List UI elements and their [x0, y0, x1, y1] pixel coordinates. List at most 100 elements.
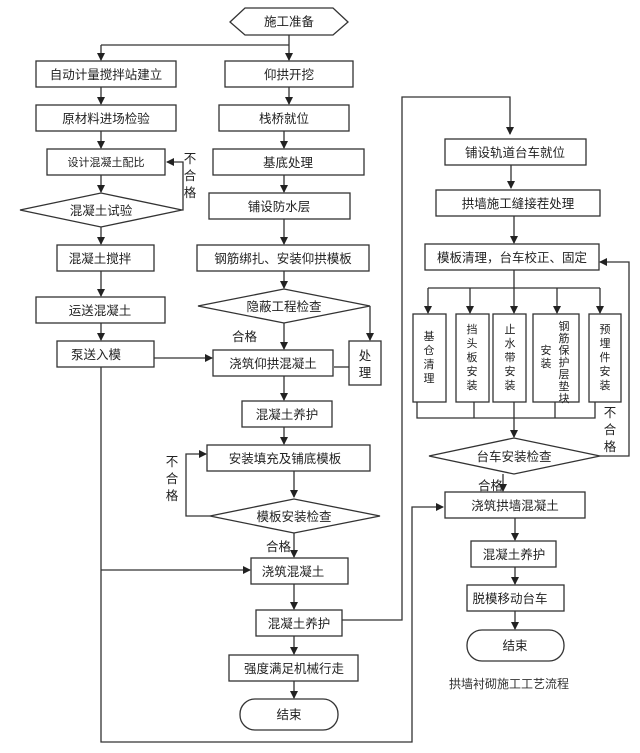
pass-label-1: 合格: [232, 329, 258, 344]
svg-text:格: 格: [604, 439, 617, 454]
end-node-left: 结束: [239, 698, 339, 731]
svg-text:护: 护: [559, 355, 570, 369]
svg-text:基: 基: [424, 330, 435, 343]
svg-text:层: 层: [559, 368, 570, 381]
svg-text:浇筑仰拱混凝土: 浇筑仰拱混凝土: [229, 356, 317, 371]
decision-concrete-test: 混凝土试验: [19, 192, 183, 228]
step-transport: 运送混凝土: [35, 296, 166, 324]
step-pour-invert: 浇筑仰拱混凝土: [212, 349, 334, 377]
task-rebar-cover-block: 安 装 钢 筋 保 护 层 垫 块: [532, 313, 580, 405]
svg-text:铺设轨道台车就位: 铺设轨道台车就位: [465, 145, 565, 160]
start-label: 施工准备: [264, 14, 315, 29]
svg-text:处: 处: [359, 348, 372, 363]
svg-text:装: 装: [600, 379, 611, 392]
svg-text:运送混凝土: 运送混凝土: [69, 303, 132, 318]
svg-text:混凝土养护: 混凝土养护: [268, 616, 331, 631]
svg-text:安: 安: [467, 364, 478, 378]
step-track-trolley: 铺设轨道台车就位: [444, 138, 587, 166]
svg-text:安: 安: [600, 364, 611, 378]
connector: [416, 402, 596, 419]
decision-formwork-inspection: 模板安装检查: [209, 498, 381, 534]
start-node: 施工准备: [229, 7, 349, 36]
svg-text:保: 保: [559, 343, 570, 357]
step-cure-1: 混凝土养护: [241, 400, 333, 428]
svg-text:隐蔽工程检查: 隐蔽工程检查: [246, 299, 322, 314]
svg-text:栈桥就位: 栈桥就位: [259, 111, 309, 126]
step-mixing: 混凝土搅拌: [56, 244, 155, 272]
task-end-plate-install: 挡 头 板 安 装: [455, 313, 490, 403]
step-demold: 脱模移动台车: [466, 584, 565, 612]
svg-text:合: 合: [184, 168, 197, 183]
fail-label-trolley: 不 合 格: [604, 405, 617, 454]
connector: [342, 96, 514, 621]
step-waterproof: 铺设防水层: [208, 192, 351, 220]
step-strength-check: 强度满足机械行走: [228, 654, 359, 682]
svg-text:基底处理: 基底处理: [263, 155, 314, 170]
svg-text:块: 块: [559, 392, 570, 405]
pass-label-trolley: 合格: [478, 478, 504, 493]
svg-text:合: 合: [604, 422, 617, 437]
step-cure-2: 混凝土养护: [255, 609, 343, 637]
svg-text:自动计量搅拌站建立: 自动计量搅拌站建立: [50, 67, 163, 82]
step-joint-treatment: 拱墙施工缝接茬处理: [435, 189, 601, 217]
svg-text:拱墙施工缝接茬处理: 拱墙施工缝接茬处理: [462, 196, 575, 211]
task-embedded-parts-install: 预 埋 件 安 装: [588, 313, 622, 403]
svg-text:混凝土搅拌: 混凝土搅拌: [69, 251, 132, 266]
step-cure-arch: 混凝土养护: [470, 540, 557, 568]
svg-text:强度满足机械行走: 强度满足机械行走: [244, 661, 345, 676]
svg-text:水: 水: [505, 337, 516, 350]
svg-text:筋: 筋: [559, 331, 570, 345]
decision-trolley-inspection: 台车安装检查: [428, 437, 601, 475]
svg-text:仓: 仓: [424, 343, 435, 357]
fix-box: 处 理: [348, 340, 382, 386]
svg-text:挡: 挡: [467, 322, 478, 336]
connector: [101, 35, 289, 60]
step-base-treatment: 基底处理: [212, 148, 365, 176]
svg-text:混凝土试验: 混凝土试验: [70, 203, 133, 218]
svg-text:带: 带: [505, 351, 516, 364]
step-material-inspection: 原材料进场检验: [35, 104, 177, 132]
svg-text:理: 理: [424, 372, 435, 385]
svg-text:垫: 垫: [559, 379, 570, 393]
diagram-caption: 拱墙衬砌施工工艺流程: [449, 676, 569, 691]
svg-text:预: 预: [600, 323, 611, 336]
task-waterstop-install: 止 水 带 安 装: [492, 313, 527, 403]
svg-text:混凝土养护: 混凝土养护: [483, 547, 546, 562]
step-formwork-cleaning: 模板清理，台车校正、固定: [424, 243, 600, 271]
step-install-fill-formwork: 安装填充及铺底模板: [206, 444, 371, 472]
connector-fail-loop: [599, 258, 630, 457]
step-trestle: 栈桥就位: [218, 104, 350, 132]
svg-text:装: 装: [505, 379, 516, 392]
svg-text:理: 理: [359, 365, 372, 380]
svg-text:脱模移动台车: 脱模移动台车: [472, 591, 547, 606]
step-mix-design: 设计混凝土配比: [46, 148, 166, 176]
svg-text:台车安装检查: 台车安装检查: [476, 449, 552, 464]
svg-text:格: 格: [184, 185, 197, 200]
svg-text:止: 止: [505, 323, 516, 336]
svg-text:原材料进场检验: 原材料进场检验: [62, 111, 150, 126]
svg-text:合: 合: [166, 471, 179, 486]
svg-text:钢筋绑扎、安装仰拱模板: 钢筋绑扎、安装仰拱模板: [214, 251, 352, 266]
svg-text:仰拱开挖: 仰拱开挖: [264, 67, 314, 82]
svg-text:浇筑混凝土: 浇筑混凝土: [262, 564, 325, 579]
step-rebar-formwork: 钢筋绑扎、安装仰拱模板: [196, 244, 370, 272]
svg-text:钢: 钢: [559, 320, 570, 333]
step-pour-arch-wall: 浇筑拱墙混凝土: [444, 491, 586, 519]
svg-text:安: 安: [541, 343, 552, 357]
svg-text:清: 清: [424, 358, 435, 371]
step-mixing-station: 自动计量搅拌站建立: [35, 60, 177, 88]
svg-text:结束: 结束: [502, 638, 528, 653]
fail-label-concrete-test: 不 合 格: [184, 151, 197, 200]
step-invert-excavation: 仰拱开挖: [224, 60, 354, 88]
fail-label-formwork: 不 合 格: [166, 454, 179, 503]
svg-text:埋: 埋: [600, 337, 611, 350]
svg-text:混凝土养护: 混凝土养护: [256, 407, 319, 422]
svg-text:铺设防水层: 铺设防水层: [248, 199, 311, 214]
step-pump: 泵送入模: [56, 340, 155, 368]
svg-text:头: 头: [467, 337, 478, 350]
end-node-right: 结束: [466, 629, 565, 662]
svg-text:结束: 结束: [276, 707, 302, 722]
svg-text:不: 不: [604, 405, 617, 420]
svg-text:格: 格: [166, 488, 179, 503]
